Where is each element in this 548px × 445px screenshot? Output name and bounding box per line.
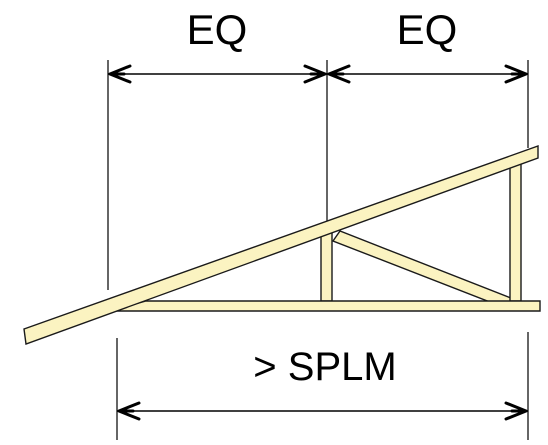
dimension-bottom	[117, 401, 528, 421]
truss-web-vertical-right	[509, 161, 522, 302]
arrow-bottom-end	[504, 401, 528, 421]
truss-bottom-chord	[109, 300, 541, 312]
dimension-label-left: EQ	[187, 6, 248, 53]
truss	[23, 145, 541, 345]
arrow-right-start	[327, 64, 351, 84]
arrow-right-end	[504, 64, 528, 84]
truss-web-diagonal	[331, 230, 518, 310]
dimension-label-bottom: > SPLM	[253, 345, 396, 389]
arrow-left-start	[108, 64, 132, 84]
arrow-left-end	[303, 64, 327, 84]
dimension-label-right: EQ	[397, 6, 458, 53]
truss-top-chord	[23, 145, 539, 345]
dimension-top	[108, 64, 528, 84]
arrow-bottom-start	[117, 401, 141, 421]
